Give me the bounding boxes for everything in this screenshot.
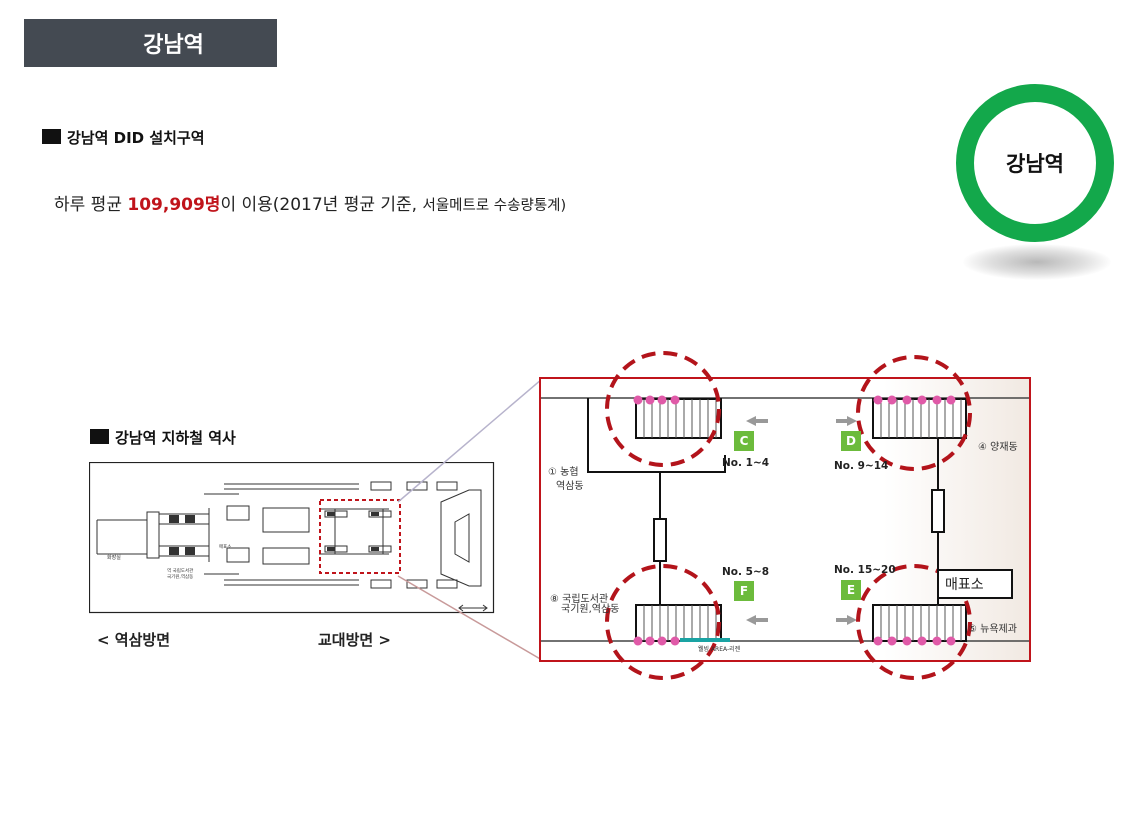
badge-shadow bbox=[963, 244, 1111, 280]
exit-tag-f: F bbox=[734, 581, 754, 601]
section-heading-did-zone: 강남역 DID 설치구역 bbox=[42, 127, 205, 148]
section-heading-station: 강남역 지하철 역사 bbox=[90, 427, 236, 448]
place-label-yeoksam: 역삼동 bbox=[556, 481, 584, 492]
small-map-label: 역 국립도서관 bbox=[167, 567, 193, 574]
ticket-office-box: 매표소 bbox=[937, 569, 1013, 599]
square-bullet-icon bbox=[90, 429, 109, 444]
exit-range-f: No. 5~8 bbox=[722, 566, 770, 578]
direction-left-label: < 역삼방면 bbox=[97, 631, 170, 649]
summary-suffix: 이 이용(2017년 평균 기준, bbox=[220, 195, 423, 215]
exit-range-c: No. 1~4 bbox=[722, 457, 770, 469]
station-badge-label: 강남역 bbox=[1006, 152, 1064, 176]
place-label-newyork-bakery: ⑤ 뉴욕제과 bbox=[968, 624, 1017, 635]
station-overview-map: 화장실 역 국립도서관 국기원,역삼동 매표소 bbox=[89, 462, 495, 614]
place-label-kukkiwon: 국기원,역삼동 bbox=[561, 604, 620, 615]
exit-range-d: No. 9~14 bbox=[834, 460, 889, 472]
small-map-label: 국기원,역삼동 bbox=[167, 573, 193, 580]
summary-source: 서울메트로 수송량통계) bbox=[422, 198, 567, 214]
exit-tag-c: C bbox=[734, 431, 754, 451]
exit-tag-e: E bbox=[841, 580, 861, 600]
place-label-yangjae: ④ 양재동 bbox=[978, 442, 1018, 453]
page-title-bar: 강남역 bbox=[24, 19, 277, 67]
exit-tag-d: D bbox=[841, 431, 861, 451]
ticket-office-label: 매표소 bbox=[945, 577, 984, 593]
page-title: 강남역 bbox=[143, 33, 204, 58]
square-bullet-icon bbox=[42, 129, 61, 144]
daily-ridership-text: 하루 평균 109,909명이 이용(2017년 평균 기준, 서울메트로 수송… bbox=[54, 190, 566, 215]
small-map-label: 화장실 bbox=[107, 554, 121, 561]
exit-range-e: No. 15~20 bbox=[834, 564, 896, 576]
place-label-library: ⑧ 국립도서관 bbox=[550, 594, 609, 605]
section-title: 강남역 DID 설치구역 bbox=[67, 129, 205, 147]
place-label-nonghyup: ① 농협 bbox=[548, 467, 579, 478]
section-title: 강남역 지하철 역사 bbox=[115, 429, 236, 447]
wellbeing-area-label: 웰빙 AREA-리젠 bbox=[698, 646, 741, 653]
summary-prefix: 하루 평균 bbox=[54, 195, 128, 215]
small-map-label: 매표소 bbox=[219, 543, 231, 550]
direction-right-label: 교대방면 > bbox=[318, 631, 391, 649]
ridership-count: 109,909명 bbox=[127, 195, 221, 215]
